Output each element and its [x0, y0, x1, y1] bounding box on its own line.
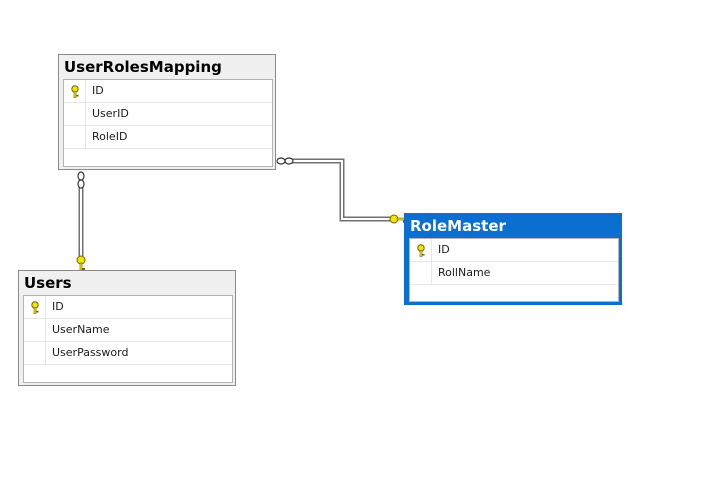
column-row[interactable]: UserPassword	[24, 342, 232, 365]
column-row[interactable]: RollName	[410, 262, 618, 285]
column-row[interactable]: UserName	[24, 319, 232, 342]
table-rolemaster[interactable]: RoleMaster ID RollName	[404, 213, 622, 305]
key-icon	[31, 301, 39, 314]
column-name: RollName	[438, 266, 491, 279]
table-title: Users	[24, 274, 72, 292]
column-row[interactable]: RoleID	[64, 126, 272, 149]
key-icon	[76, 255, 86, 272]
column-name: ID	[438, 243, 450, 256]
column-row[interactable]: ID	[64, 80, 272, 103]
column-name: UserID	[92, 107, 129, 120]
key-icon	[417, 244, 425, 257]
key-icon	[71, 85, 79, 98]
column-name: ID	[92, 84, 104, 97]
column-name: UserPassword	[52, 346, 129, 359]
table-users[interactable]: Users ID UserName UserPassword	[18, 270, 236, 386]
relationship-userrolesmapping-rolemaster[interactable]	[290, 158, 392, 222]
column-row[interactable]: ID	[24, 296, 232, 319]
column-grid: ID UserID RoleID	[63, 79, 273, 167]
column-row[interactable]: ID	[410, 239, 618, 262]
column-row[interactable]: UserID	[64, 103, 272, 126]
table-title: UserRolesMapping	[64, 58, 222, 76]
column-grid: ID RollName	[409, 238, 619, 302]
infinity-icon	[276, 157, 294, 165]
column-grid: ID UserName UserPassword	[23, 295, 233, 383]
infinity-icon	[77, 171, 85, 189]
table-userrolesmapping[interactable]: UserRolesMapping ID UserID RoleID	[58, 54, 276, 170]
column-name: RoleID	[92, 130, 128, 143]
table-title: RoleMaster	[410, 217, 506, 235]
column-name: ID	[52, 300, 64, 313]
column-name: UserName	[52, 323, 110, 336]
key-icon	[389, 214, 407, 224]
